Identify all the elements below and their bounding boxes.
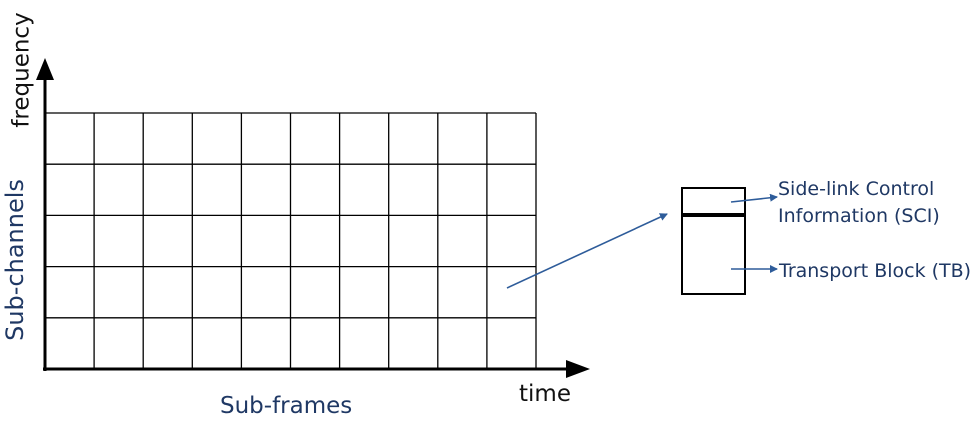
time-axis-arrowhead xyxy=(566,360,590,378)
sci-pointer-arrow xyxy=(730,193,778,203)
sub-frames-label: Sub-frames xyxy=(220,393,353,419)
subframe-block xyxy=(681,187,746,295)
tb-label: Transport Block (TB) xyxy=(779,260,972,282)
frequency-axis-label: frequency xyxy=(8,12,35,128)
resource-grid xyxy=(45,112,537,369)
sci-label: Side-link Control Information (SCI) xyxy=(778,178,940,227)
sub-channels-label: Sub-channels xyxy=(1,179,29,341)
time-axis-label: time xyxy=(519,381,571,407)
zoom-arrow xyxy=(506,213,668,289)
frequency-axis-arrowhead xyxy=(36,58,54,80)
